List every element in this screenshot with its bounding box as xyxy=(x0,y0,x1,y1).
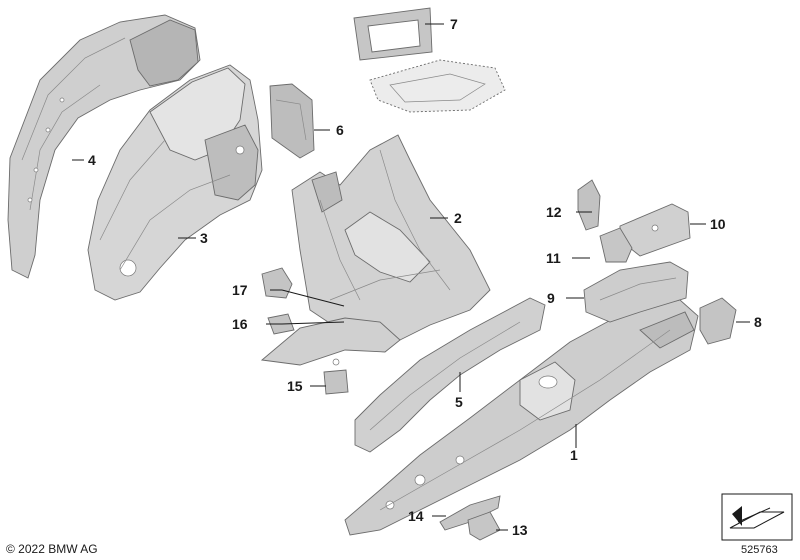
callout-15: 15 xyxy=(287,378,303,394)
part-15-clip xyxy=(323,358,349,395)
callout-4: 4 xyxy=(88,152,96,168)
part-1-longitudinal-member xyxy=(344,299,699,536)
part-4-wheel-arch-outer xyxy=(7,14,201,279)
callout-3: 3 xyxy=(200,230,208,246)
part-6-bracket xyxy=(269,83,315,159)
part-13-reinforcement xyxy=(467,511,501,541)
callout-13: 13 xyxy=(512,522,528,538)
callout-9: 9 xyxy=(547,290,555,306)
part-5-side-member xyxy=(354,297,546,453)
callout-8: 8 xyxy=(754,314,762,330)
part-2-floor-frame xyxy=(291,134,491,346)
callout-6: 6 xyxy=(336,122,344,138)
callout-17: 17 xyxy=(232,282,248,298)
part-12-bracket xyxy=(577,179,601,231)
part-3-side-panel xyxy=(87,64,263,301)
copyright-text: © 2022 BMW AG xyxy=(6,542,98,556)
callout-14: 14 xyxy=(408,508,424,524)
callout-7: 7 xyxy=(450,16,458,32)
arrow-icon xyxy=(721,493,793,541)
leader-lines xyxy=(72,23,750,531)
callout-2: 2 xyxy=(454,210,462,226)
callout-10: 10 xyxy=(710,216,726,232)
part-14-reinforcement xyxy=(439,495,501,531)
part-7-floor-tray xyxy=(353,7,506,113)
part-8-mount xyxy=(699,297,737,345)
part-9-member-section xyxy=(583,261,689,323)
callout-1: 1 xyxy=(570,447,578,463)
callout-12: 12 xyxy=(546,204,562,220)
diagram-number: 525763 xyxy=(741,544,778,556)
callout-16: 16 xyxy=(232,316,248,332)
callout-11: 11 xyxy=(546,250,561,266)
callout-labels: 1 2 3 4 5 6 7 8 9 10 11 12 13 14 15 16 1… xyxy=(88,16,762,538)
callout-5: 5 xyxy=(455,394,463,410)
part-11-bracket xyxy=(599,227,633,263)
part-17-bracket xyxy=(261,267,293,299)
part-floor-extension xyxy=(260,317,401,366)
